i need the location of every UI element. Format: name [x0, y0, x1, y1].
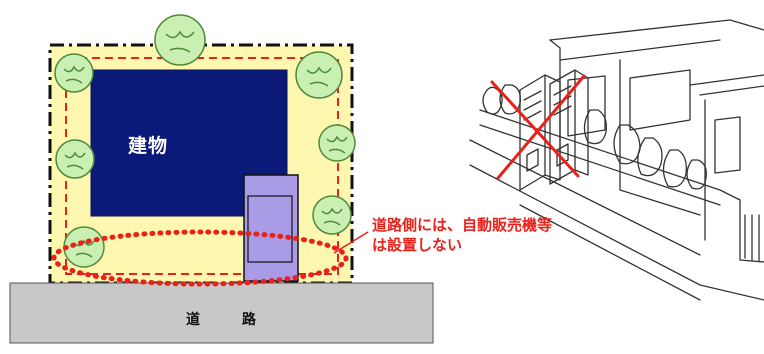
tree-icon [55, 139, 95, 179]
parked-car [247, 195, 293, 263]
road [9, 282, 434, 344]
cross-mark-icon [490, 74, 586, 180]
tree-icon [154, 14, 206, 66]
tree-icon [312, 195, 352, 235]
trees [54, 14, 356, 268]
tree-icon [318, 124, 356, 162]
tree-icon [295, 51, 343, 99]
road-label: 道 [186, 312, 200, 328]
street-sketch [469, 19, 764, 301]
note-leader-line [333, 231, 369, 254]
road-label: 路 [242, 312, 256, 328]
vending-machine-icon [519, 69, 589, 191]
setback-line [65, 57, 339, 275]
building-label: 建物 [128, 135, 169, 157]
note-text-line: 道路側には、自動販売機等 [372, 216, 553, 234]
tree-icon [63, 226, 105, 268]
note-text-line: は設置しない [372, 236, 463, 254]
roadside-warning-ellipse [51, 229, 349, 287]
site-plan [9, 14, 434, 344]
tree-icon [54, 53, 94, 93]
